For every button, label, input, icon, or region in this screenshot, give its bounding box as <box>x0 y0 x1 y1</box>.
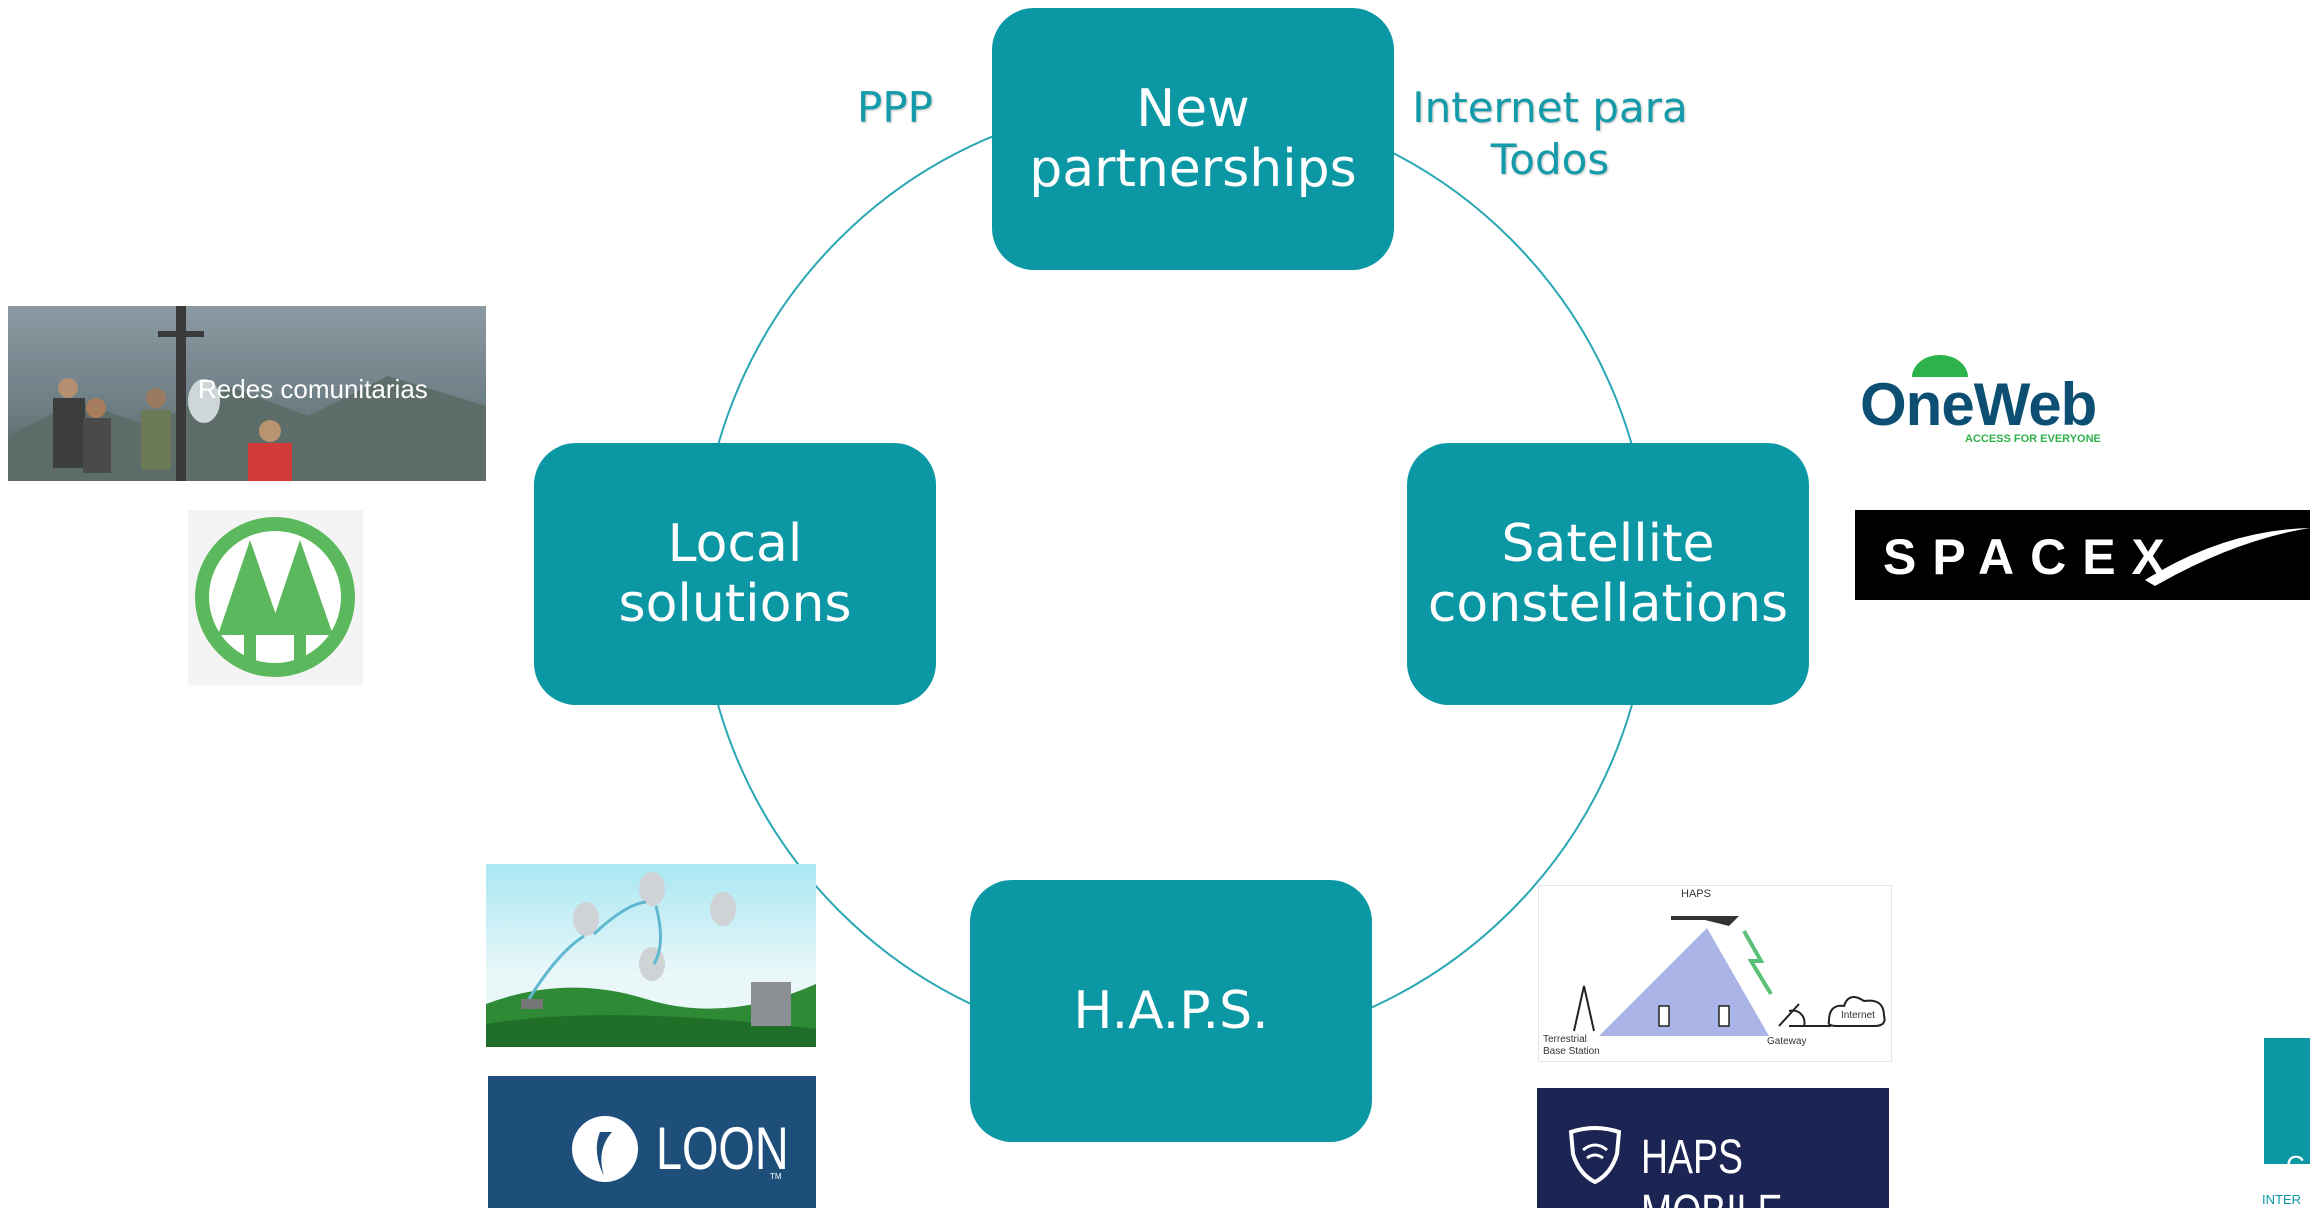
swoosh-icon <box>2145 528 2310 586</box>
node-satellite-constellations: Satellite constellations <box>1407 443 1809 705</box>
oneweb-wordmark: OneWeb <box>1860 371 2097 438</box>
loon-logo: LOON TM <box>488 1076 816 1208</box>
node-new-partnerships: New partnerships <box>992 8 1394 270</box>
corner-logo: C <box>2264 1038 2310 1164</box>
label-ppp: PPP <box>857 83 933 132</box>
redes-comunitarias-photo: Redes comunitarias <box>8 306 486 481</box>
node-haps: H.A.P.S. <box>970 880 1372 1142</box>
spacex-wordmark: SPACEX <box>1883 529 2181 585</box>
twin-trees-icon <box>195 517 355 677</box>
haps-mobile-logo: HAPS MOBILE <box>1537 1088 1889 1208</box>
label-internet-para-todos: Internet para Todos <box>1412 83 1688 184</box>
haps-mobile-wordmark: HAPS MOBILE <box>1641 1131 1782 1208</box>
spacex-logo: SPACEX <box>1855 510 2310 600</box>
haps-diagram-station-label: Terrestrial Base Station <box>1543 1034 1600 1057</box>
globe-icon <box>1912 355 1968 377</box>
haps-diagram-internet-label: Internet <box>1841 1010 1875 1021</box>
corner-logo-text: INTER <box>2262 1192 2301 1207</box>
balloons-art <box>486 872 816 1047</box>
haps-diagram: HAPS Terrestrial Base Station Gateway In… <box>1538 885 1892 1062</box>
node-local-solutions: Local solutions <box>534 443 936 705</box>
oneweb-logo: OneWeb ACCESS FOR EVERYONE <box>1860 352 2125 452</box>
haps-diagram-gateway-label: Gateway <box>1767 1036 1807 1047</box>
community-network-logo <box>188 510 363 685</box>
shield-icon <box>1568 1126 1622 1184</box>
redes-comunitarias-caption: Redes comunitarias <box>198 374 428 404</box>
haps-diagram-art <box>1573 916 1886 1036</box>
loon-wordmark: LOON <box>656 1115 789 1182</box>
redes-photo-art <box>8 306 486 481</box>
loon-trademark: TM <box>770 1172 782 1181</box>
oneweb-tagline: ACCESS FOR EVERYONE <box>1965 433 2101 445</box>
corner-logo-letter: C <box>2286 1150 2305 1164</box>
haps-diagram-top-label: HAPS <box>1681 888 1711 900</box>
loon-balloons-illustration <box>486 864 816 1047</box>
loon-balloon-icon <box>572 1116 638 1182</box>
